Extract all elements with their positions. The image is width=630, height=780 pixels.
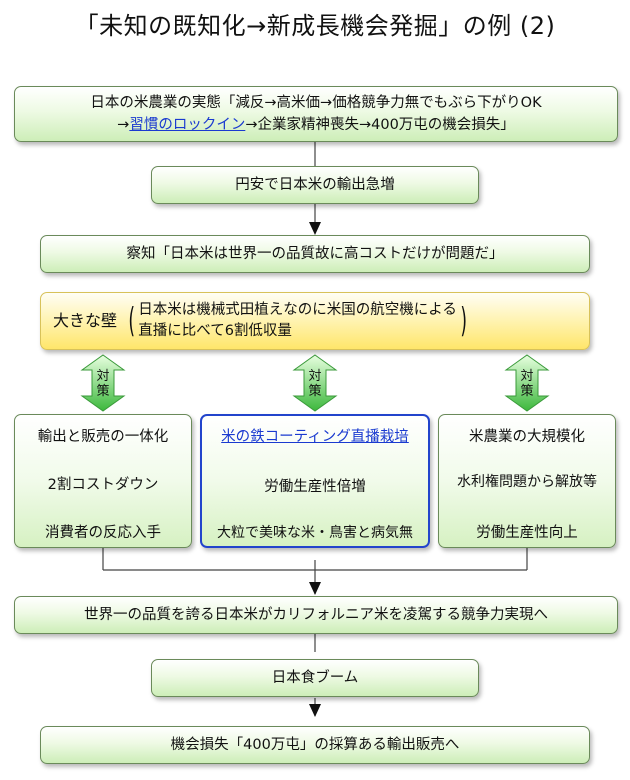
lock-in-link[interactable]: 習慣のロックイン — [129, 117, 246, 133]
competitiveness-box: 世界一の品質を誇る日本米がカリフォルニア米を凌駕する競争力実現へ — [14, 596, 618, 634]
export-sales-box: 機会損失「400万屯」の採算ある輸出販売へ — [40, 726, 590, 764]
perception-box: 察知「日本米は世界一の品質故に高コストだけが問題だ」 — [40, 235, 590, 273]
countermeasure-label-2: 対策 — [305, 369, 325, 399]
wall-line-1: 日本米は機械式田植えなのに米国の航空機による — [138, 302, 457, 318]
reality-arrow: → — [117, 117, 130, 133]
wall-open-paren: ( — [128, 301, 135, 341]
column-2-title-link[interactable]: 米の鉄コーティング直播栽培 — [221, 429, 409, 445]
countermeasure-label-3: 対策 — [517, 369, 537, 399]
reality-line-2: →習慣のロックイン→企業家精神喪失→400万屯の機会損失」 — [117, 114, 515, 136]
column-1-item-1: 2割コストダウン — [47, 477, 159, 493]
countermeasure-text-3: 対策 — [520, 369, 534, 399]
column-3-item-1: 水利権問題から解放等 — [457, 474, 597, 490]
wall-line-2: 直播に比べて6割低収量 — [138, 323, 292, 339]
column-export-sales: 輸出と販売の一体化 2割コストダウン 消費者の反応入手 — [14, 414, 192, 548]
big-wall-label: 大きな壁 — [53, 311, 118, 330]
countermeasure-arrow-1 — [80, 354, 126, 412]
reality-line-1: 日本の米農業の実態「減反→高米価→価格競争力無でもぶら下がりOK — [90, 95, 542, 111]
column-1-item-2: 消費者の反応入手 — [45, 525, 161, 541]
arrowheads — [309, 222, 321, 717]
countermeasure-arrow-2 — [292, 354, 338, 412]
column-3-item-2: 労働生産性向上 — [476, 525, 578, 541]
column-2-item-2: 大粒で美味な米・鳥害と病気無 — [217, 525, 413, 541]
column-1-title: 輸出と販売の一体化 — [37, 429, 169, 445]
big-wall-box: 大きな壁 ( 日本米は機械式田植えなのに米国の航空機による 直播に比べて6割低収… — [40, 292, 590, 350]
column-large-scale: 米農業の大規模化 水利権問題から解放等 労働生産性向上 — [438, 414, 616, 548]
page-title: 「未知の既知化→新成長機会発掘」の例 (2) — [74, 12, 556, 40]
japanese-food-boom-box: 日本食ブーム — [151, 659, 479, 697]
countermeasure-text-1: 対策 — [96, 369, 110, 399]
column-2-item-1: 労働生産性倍増 — [264, 479, 366, 495]
wall-description: 日本米は機械式田植えなのに米国の航空機による 直播に比べて6割低収量 — [138, 300, 457, 342]
column-iron-coating: 米の鉄コーティング直播栽培 労働生産性倍増 大粒で美味な米・鳥害と病気無 — [200, 414, 430, 548]
countermeasure-text-2: 対策 — [308, 369, 322, 399]
yen-weak-export-box: 円安で日本米の輸出急増 — [151, 166, 479, 204]
wall-close-paren: ) — [460, 301, 467, 341]
countermeasure-arrow-3 — [504, 354, 550, 412]
rice-agriculture-reality-box: 日本の米農業の実態「減反→高米価→価格競争力無でもぶら下がりOK →習慣のロック… — [14, 86, 618, 142]
countermeasure-label-1: 対策 — [93, 369, 113, 399]
column-3-title: 米農業の大規模化 — [469, 429, 585, 445]
reality-line-2-rest: →企業家精神喪失→400万屯の機会損失」 — [245, 117, 515, 133]
